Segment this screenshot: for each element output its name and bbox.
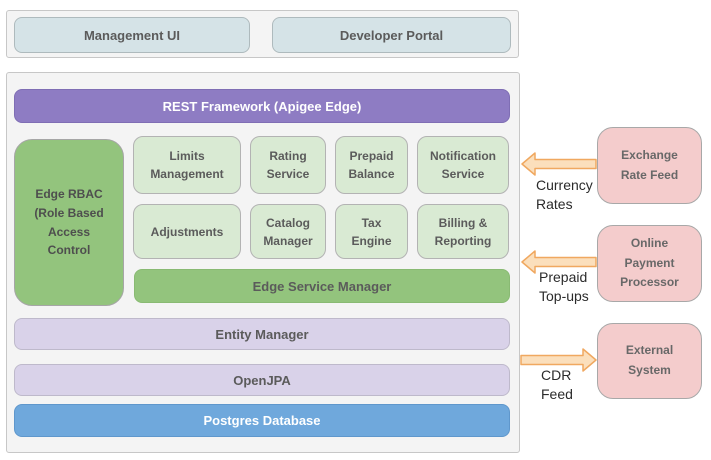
- online-payment-processor-node: Online Payment Processor: [597, 225, 702, 302]
- adjustments-node: Adjustments: [133, 204, 241, 259]
- cdr-feed-right-arrow-icon: [520, 348, 597, 372]
- currency-rates-label: Currency Rates: [536, 177, 593, 212]
- currency-rates-left-arrow-icon: [521, 152, 597, 176]
- postgres-database-bar: Postgres Database: [14, 404, 510, 437]
- tax-engine-node: Tax Engine: [335, 204, 408, 259]
- rating-service-node: Rating Service: [250, 136, 326, 194]
- exchange-rate-feed-node: Exchange Rate Feed: [597, 127, 702, 204]
- prepaid-topups-left-arrow-icon: [521, 250, 597, 274]
- limits-management-node: Limits Management: [133, 136, 241, 194]
- management-ui-node: Management UI: [14, 17, 250, 53]
- catalog-manager-node: Catalog Manager: [250, 204, 326, 259]
- prepaid-topups-label: Prepaid Top-ups: [539, 269, 589, 304]
- entity-manager-bar: Entity Manager: [14, 318, 510, 350]
- external-system-node: External System: [597, 323, 702, 399]
- developer-portal-node: Developer Portal: [272, 17, 511, 53]
- prepaid-balance-node: Prepaid Balance: [335, 136, 408, 194]
- edge-service-manager-bar: Edge Service Manager: [134, 269, 510, 303]
- rest-framework-bar: REST Framework (Apigee Edge): [14, 89, 510, 123]
- monetization-platform-panel: REST Framework (Apigee Edge) Edge RBAC (…: [6, 72, 520, 453]
- billing-reporting-node: Billing & Reporting: [417, 204, 509, 259]
- notification-service-node: Notification Service: [417, 136, 509, 194]
- edge-rbac-node: Edge RBAC (Role Based Access Control: [14, 139, 124, 306]
- client-layer-panel: Management UI Developer Portal: [6, 10, 519, 58]
- cdr-feed-label: CDR Feed: [541, 367, 573, 402]
- openjpa-bar: OpenJPA: [14, 364, 510, 396]
